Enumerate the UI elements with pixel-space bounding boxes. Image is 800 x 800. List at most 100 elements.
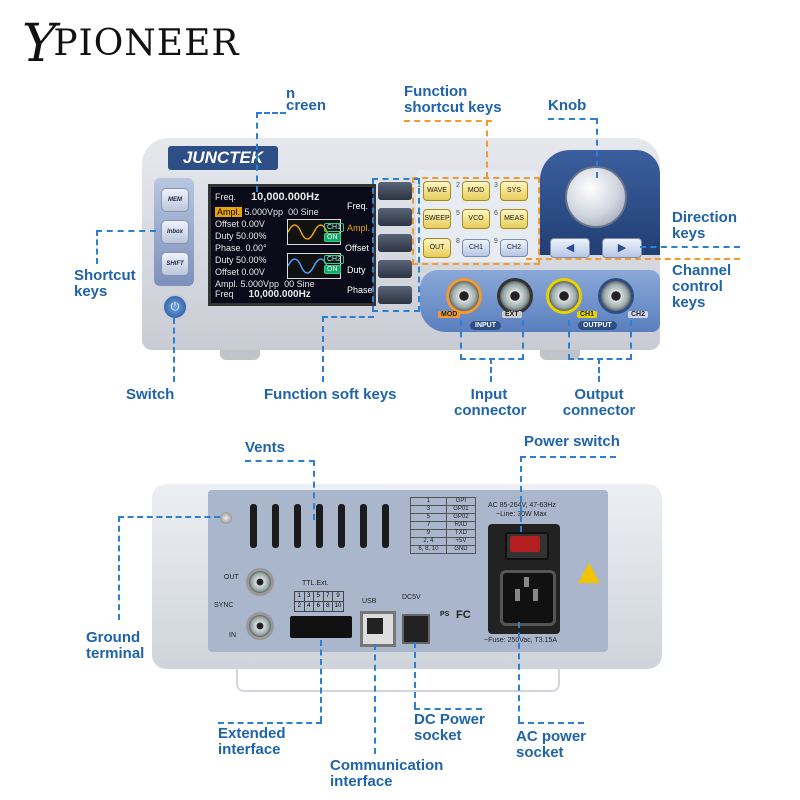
- callout-line: [414, 708, 482, 710]
- meas-key[interactable]: MEAS: [500, 209, 528, 229]
- high-voltage-warning-icon: [578, 563, 600, 583]
- callout-line: [322, 316, 374, 318]
- screen-row: Duty 50.00%: [215, 255, 267, 265]
- ground-screw-icon[interactable]: [220, 512, 232, 524]
- ch1-on-badge: ON: [324, 233, 341, 242]
- callout-box: [412, 177, 540, 265]
- callout-line: [598, 358, 600, 382]
- screen-row: Duty 50.00%: [215, 231, 267, 241]
- callout-soft-keys: Function soft keys: [264, 386, 397, 403]
- ch2-label: CH2: [628, 311, 649, 318]
- vent-slot: [316, 504, 323, 548]
- sync-out-connector[interactable]: [246, 568, 274, 596]
- sync-out-label: OUT: [224, 574, 239, 581]
- vent-slot: [338, 504, 345, 548]
- callout-line: [518, 622, 520, 722]
- callout-line: [596, 118, 598, 178]
- callout-line: [322, 316, 324, 382]
- soft-key-5[interactable]: [378, 286, 412, 304]
- callout-line: [256, 112, 258, 192]
- callout-line: [320, 640, 322, 722]
- mod-connector[interactable]: [446, 278, 482, 314]
- dc-power-socket[interactable]: [402, 614, 430, 644]
- left-arrow-key[interactable]: ◀: [550, 238, 590, 258]
- callout-line: [414, 642, 416, 708]
- usb-icon: [367, 618, 383, 634]
- screen-row: Offset 0.00V: [215, 219, 265, 229]
- power-rocker-face: [510, 536, 540, 552]
- vent-slot: [250, 504, 257, 548]
- wave-key[interactable]: WAVE: [423, 181, 451, 201]
- vent-slot: [272, 504, 279, 548]
- vco-key[interactable]: VCO: [462, 209, 490, 229]
- screen-row: Freq 10,000.000Hz: [215, 289, 311, 300]
- ch2-badge: CH2: [324, 255, 345, 264]
- soft-label-freq: Freq.: [347, 201, 369, 211]
- callout-screen-prefix: n: [286, 85, 296, 102]
- shift-key[interactable]: SHIFT: [161, 252, 189, 276]
- callout-line: [518, 722, 584, 724]
- sys-key[interactable]: SYS: [500, 181, 528, 201]
- screen-row: Offset 0.00V: [215, 267, 265, 277]
- callout-line: [118, 516, 220, 518]
- input-label: INPUT: [470, 321, 501, 330]
- output-label: OUTPUT: [578, 321, 617, 330]
- rear-stand: [236, 668, 560, 692]
- ch1-key[interactable]: CH1: [462, 239, 490, 257]
- callout-line: [173, 318, 175, 382]
- screen-row: Phase. 0.00°: [215, 243, 267, 253]
- mod-key[interactable]: MOD: [462, 181, 490, 201]
- ch2-key[interactable]: CH2: [500, 239, 528, 257]
- callout-line: [245, 460, 315, 462]
- ext-connector[interactable]: [497, 278, 533, 314]
- soft-key-4[interactable]: [378, 260, 412, 278]
- ttl-label: TTL.Ext.: [302, 580, 329, 587]
- soft-label-duty: Duty: [347, 265, 366, 275]
- sync-in-connector[interactable]: [246, 612, 274, 640]
- vent-slot: [294, 504, 301, 548]
- screen-row: Ampl. 5.000Vpp 00 Sine: [215, 207, 319, 217]
- callout-line: [96, 230, 98, 264]
- ch2-on-badge: ON: [324, 265, 341, 274]
- front-foot: [220, 350, 260, 360]
- callout-vents: Vents: [245, 439, 286, 456]
- soft-label-ampl: Ampl.: [347, 223, 371, 233]
- soft-key-2[interactable]: [378, 208, 412, 226]
- ac-power-socket[interactable]: [500, 570, 556, 626]
- ch2-connector[interactable]: [598, 278, 634, 314]
- out-key[interactable]: OUT: [423, 238, 451, 258]
- sweep-key[interactable]: SWEEP: [423, 209, 451, 229]
- power-button[interactable]: ⏻: [162, 294, 188, 320]
- callout-line: [640, 246, 740, 248]
- extended-interface-port[interactable]: [290, 616, 352, 638]
- ch1-connector[interactable]: [546, 278, 582, 314]
- soft-key-1[interactable]: [378, 182, 412, 200]
- callout-bracket: [568, 320, 632, 360]
- ext-label: EXT: [502, 311, 522, 318]
- inbox-key[interactable]: Inbox: [161, 220, 189, 244]
- callout-line: [486, 120, 488, 178]
- soft-key-3[interactable]: [378, 234, 412, 252]
- mem-key[interactable]: MEM: [161, 188, 189, 212]
- sync-label: SYNC: [214, 602, 234, 609]
- vent-slot: [382, 504, 389, 548]
- right-arrow-key[interactable]: ▶: [602, 238, 642, 258]
- callout-line: [256, 112, 286, 114]
- callout-line: [374, 644, 376, 754]
- mod-label: MOD: [438, 311, 461, 318]
- callout-switch: Switch: [126, 386, 175, 403]
- callout-line: [520, 456, 522, 532]
- callout-screen: creen: [286, 97, 327, 114]
- callout-knob: Knob: [548, 97, 587, 114]
- dc-label: DC5V: [402, 594, 421, 601]
- fuse-spec: ~Fuse: 250Vac, T3.15A: [484, 637, 558, 644]
- sync-in-label: IN: [229, 632, 236, 639]
